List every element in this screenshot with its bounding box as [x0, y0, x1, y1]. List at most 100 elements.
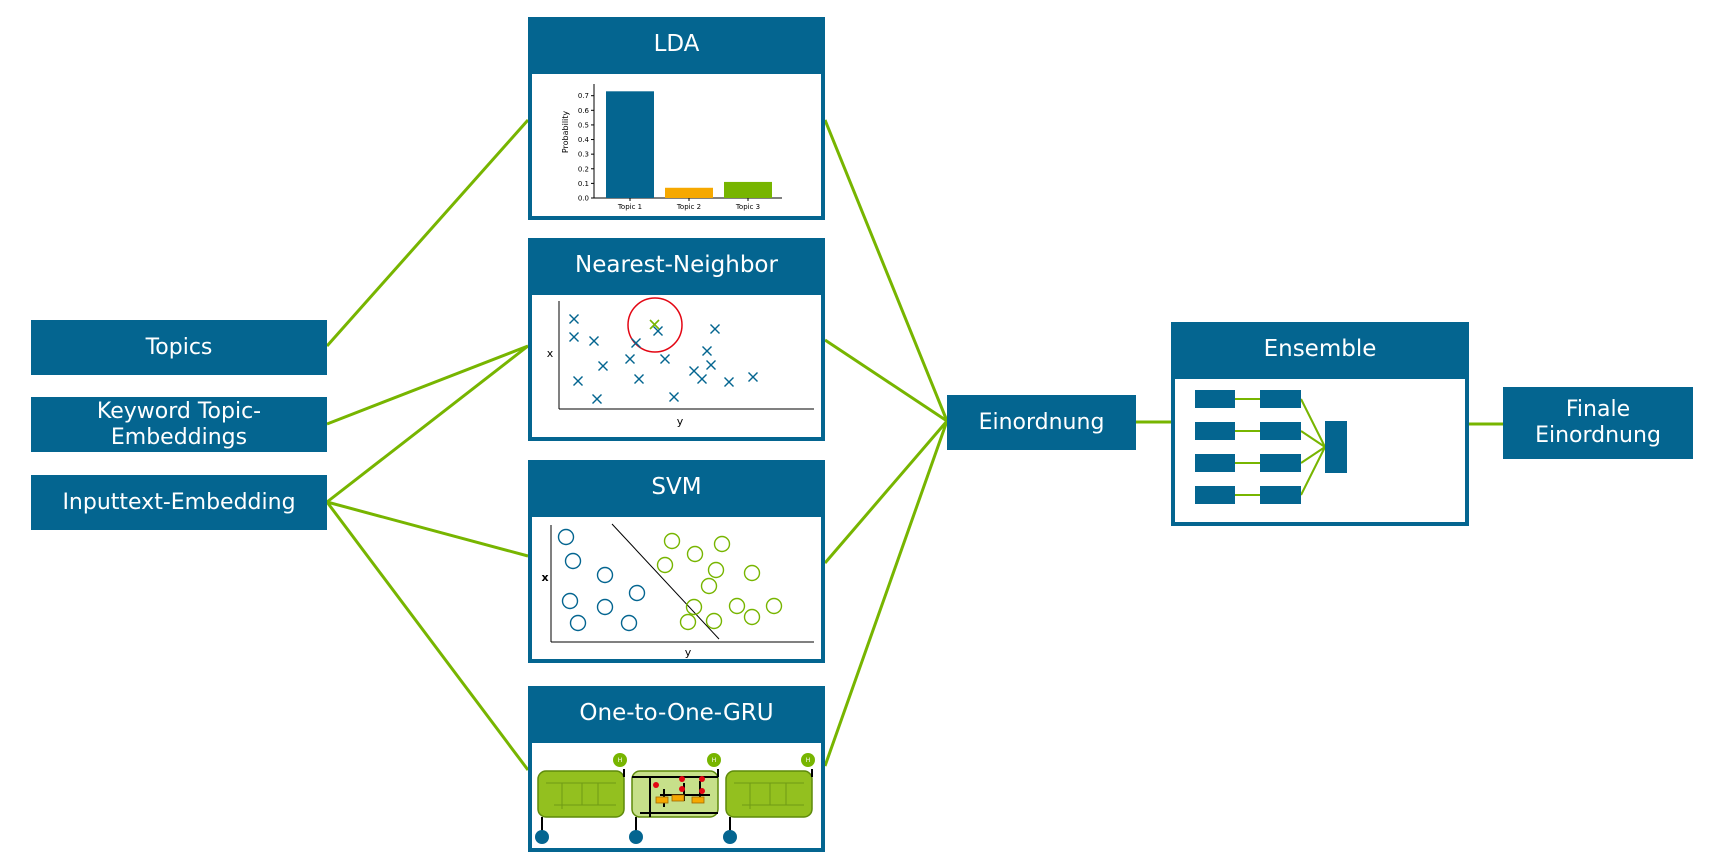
- lda-ytick-label: 0.0: [578, 195, 589, 203]
- svm-point-class-b: [656, 556, 674, 574]
- line-svm-einordnung: [823, 420, 949, 564]
- einordnung-label: Einordnung: [978, 409, 1105, 435]
- inputtext-embedding-box: Inputtext-Embedding: [31, 475, 327, 530]
- nn-point: [653, 326, 663, 336]
- gru-cell-3: [725, 770, 813, 818]
- nearest-neighbor-circle: [627, 297, 683, 353]
- svm-point-class-b: [700, 577, 718, 595]
- lda-ytick-label: 0.1: [578, 180, 589, 188]
- gru-title: One-to-One-GRU: [579, 700, 774, 726]
- line-input-gru: [325, 501, 530, 771]
- svm-point-class-a: [596, 598, 614, 616]
- keyword-label-line2: Embeddings: [110, 424, 248, 450]
- lda-ytick-label: 0.5: [578, 121, 589, 129]
- svm-chart: y x: [532, 517, 821, 659]
- nn-point: [598, 361, 608, 371]
- svm-point-class-a: [620, 614, 638, 632]
- svm-point-class-a: [564, 552, 582, 570]
- topics-box: Topics: [31, 320, 327, 375]
- svm-point-class-b: [686, 545, 704, 563]
- nn-point: [748, 372, 758, 382]
- inputtext-label: Inputtext-Embedding: [62, 489, 296, 515]
- nn-xlabel: y: [677, 415, 684, 428]
- svm-point-class-a: [569, 614, 587, 632]
- nn-chart-svg: y x: [547, 297, 814, 428]
- svm-point-class-b: [728, 597, 746, 615]
- gru-node-label-3: H: [806, 757, 811, 764]
- lda-xtick-label: Topic 3: [735, 203, 760, 211]
- nn-chart: y x: [532, 295, 821, 437]
- nn-point: [660, 354, 670, 364]
- svm-title: SVM: [651, 474, 702, 500]
- svm-point-class-a: [557, 528, 575, 546]
- nn-point: [669, 392, 679, 402]
- ensemble-diagram-svg: [1195, 390, 1347, 504]
- svm-point-class-a: [596, 566, 614, 584]
- lda-ytick-label: 0.2: [578, 165, 589, 173]
- final-label-line1: Finale: [1565, 397, 1631, 422]
- nn-point: [625, 354, 635, 364]
- gru-diagram: H H H: [532, 743, 821, 848]
- lda-xtick-label: Topic 2: [676, 203, 701, 211]
- line-gru-einordnung: [823, 420, 949, 767]
- nn-point: [702, 346, 712, 356]
- lda-bar: [606, 91, 654, 198]
- einordnung-box: Einordnung: [947, 395, 1136, 450]
- nearest-neighbor-panel: Nearest-Neighbor y x: [528, 238, 825, 441]
- gru-input-nodes: [535, 830, 737, 844]
- final-label-line2: Einordnung: [1535, 423, 1661, 448]
- svm-xlabel: y: [685, 646, 692, 659]
- gru-cell-1: [537, 770, 625, 818]
- gru-node-label-2: H: [712, 757, 717, 764]
- svm-point-class-b: [663, 532, 681, 550]
- lda-ytick-label: 0.6: [578, 107, 590, 115]
- nn-point: [592, 394, 602, 404]
- line-keyword-nn: [326, 344, 529, 426]
- lda-ytick-label: 0.7: [578, 92, 589, 100]
- nn-point: [689, 366, 699, 376]
- gru-node-label-1: H: [618, 757, 623, 764]
- svm-decision-boundary: [611, 523, 720, 640]
- gru-output-nodes: H H H: [613, 753, 815, 767]
- lda-bar: [724, 181, 772, 198]
- nn-point: [573, 376, 583, 386]
- line-topics-lda: [325, 119, 530, 347]
- lda-bar: [665, 187, 713, 198]
- gru-panel: One-to-One-GRU: [528, 686, 825, 852]
- query-point: [649, 319, 660, 330]
- svm-ylabel: x: [541, 571, 548, 584]
- line-nn-einordnung: [824, 338, 948, 423]
- topics-label: Topics: [145, 334, 213, 360]
- nn-point: [569, 314, 579, 324]
- nn-point: [706, 360, 716, 370]
- nn-point: [589, 336, 599, 346]
- ensemble-panel: Ensemble: [1171, 322, 1469, 526]
- nn-point: [724, 377, 734, 387]
- nn-point: [631, 338, 641, 348]
- nn-ylabel: x: [547, 347, 554, 360]
- ensemble-diagram: [1175, 379, 1465, 522]
- lda-ytick-label: 0.4: [578, 136, 590, 144]
- line-input-nn: [326, 344, 529, 504]
- svm-panel: SVM y x: [528, 460, 825, 663]
- ensemble-title: Ensemble: [1263, 336, 1377, 362]
- lda-ylabel: Probability: [561, 111, 570, 154]
- line-lda-einordnung: [823, 119, 949, 422]
- nn-point: [634, 374, 644, 384]
- lda-xtick-label: Topic 1: [617, 203, 642, 211]
- svm-point-class-b: [685, 598, 703, 616]
- lda-ytick-label: 0.3: [578, 151, 589, 159]
- nn-title: Nearest-Neighbor: [575, 252, 778, 278]
- svm-point-class-b: [707, 561, 725, 579]
- finale-einordnung-box: Finale Einordnung: [1503, 387, 1693, 459]
- lda-title: LDA: [653, 31, 700, 57]
- nn-point: [710, 324, 720, 334]
- svm-point-class-b: [765, 597, 783, 615]
- keyword-topic-embeddings-box: Keyword Topic- Embeddings: [31, 397, 327, 452]
- svm-point-class-b: [679, 613, 697, 631]
- svm-point-class-a: [628, 584, 646, 602]
